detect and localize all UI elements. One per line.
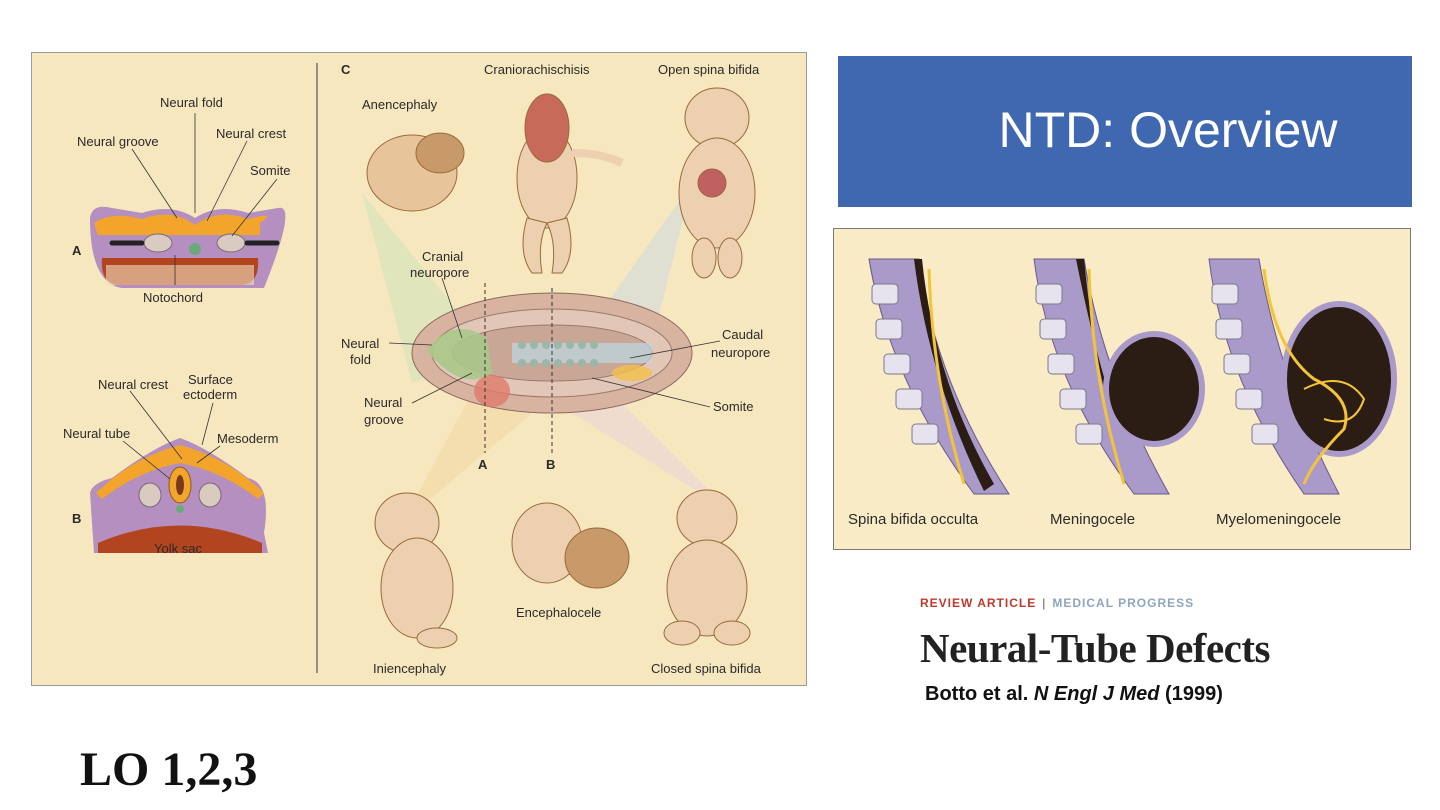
citation: Botto et al. N Engl J Med (1999)	[925, 683, 1223, 706]
anencephaly-infant	[366, 132, 465, 212]
spina-bifida-illustration	[868, 258, 1397, 495]
spina-bifida-figure: Spina bifida occulta Meningocele Myelome…	[833, 228, 1411, 550]
label-open-spina-bifida: Open spina bifida	[658, 62, 760, 77]
citation-authors: Botto et al.	[925, 683, 1029, 705]
spine-occulta	[868, 258, 1010, 495]
label-neural-crest-b: Neural crest	[98, 377, 169, 392]
embryology-figure: C A B A B Neural fold Neural groove Neur…	[31, 52, 807, 686]
craniorachischisis-infant	[516, 93, 624, 274]
label-craniorachischisis: Craniorachischisis	[484, 62, 590, 77]
label-somite-a: Somite	[250, 163, 291, 178]
caption-spina-bifida-occulta: Spina bifida occulta	[848, 511, 979, 528]
label-anencephaly: Anencephaly	[362, 97, 438, 112]
label-surface-1: Surface	[188, 372, 233, 387]
spine-myelomeningocele	[1208, 258, 1397, 495]
citation-journal: N Engl J Med	[1033, 683, 1160, 705]
embryology-illustration	[90, 63, 756, 673]
label-caudal-2: neuropore	[711, 345, 771, 360]
label-neural-tube: Neural tube	[63, 426, 131, 441]
closed-spina-bifida-infant	[663, 489, 751, 646]
panel-b-cross-section	[90, 390, 268, 553]
label-notochord: Notochord	[143, 290, 203, 305]
label-neural-groove-c-2: groove	[364, 412, 404, 427]
label-somite-c: Somite	[713, 399, 754, 414]
iniencephaly-infant	[374, 492, 458, 649]
article-title: Neural-Tube Defects	[920, 625, 1270, 671]
label-neural-fold-a: Neural fold	[160, 95, 223, 110]
caption-myelomeningocele: Myelomeningocele	[1216, 511, 1342, 528]
kicker-separator: |	[1042, 596, 1047, 610]
slide-title: NTD: Overview	[998, 102, 1338, 158]
label-cranial-1: Cranial	[422, 249, 464, 264]
section-line-b-label: B	[546, 457, 556, 472]
citation-year: (1999)	[1165, 683, 1223, 705]
panel-b-letter: B	[72, 511, 82, 526]
embryo-body	[388, 277, 721, 453]
panel-a-letter: A	[72, 243, 82, 258]
kicker-medical-progress: MEDICAL PROGRESS	[1052, 596, 1195, 610]
label-caudal-1: Caudal	[722, 327, 764, 342]
label-neural-fold-c-1: Neural	[341, 336, 380, 351]
learning-objectives: LO 1,2,3	[80, 743, 258, 796]
kicker-review-article: REVIEW ARTICLE	[920, 596, 1037, 610]
label-neural-groove-a: Neural groove	[77, 134, 159, 149]
label-iniencephaly: Iniencephaly	[373, 661, 446, 676]
label-neural-crest-a: Neural crest	[216, 126, 287, 141]
label-mesoderm: Mesoderm	[217, 431, 279, 446]
caption-meningocele: Meningocele	[1050, 511, 1136, 528]
label-yolk-sac: Yolk sac	[154, 541, 202, 556]
open-spina-bifida-infant	[678, 87, 756, 279]
encephalocele-infant	[511, 502, 630, 589]
label-neural-fold-c-2: fold	[350, 352, 371, 367]
panel-a-cross-section	[90, 113, 286, 288]
label-neural-groove-c-1: Neural	[364, 395, 403, 410]
section-line-a-label: A	[478, 457, 488, 472]
label-closed-spina-bifida: Closed spina bifida	[651, 661, 761, 676]
label-encephalocele: Encephalocele	[516, 605, 602, 620]
title-box: NTD: Overview	[838, 56, 1412, 207]
spine-meningocele	[1033, 258, 1205, 495]
label-cranial-2: neuropore	[410, 265, 470, 280]
article-kicker: REVIEW ARTICLE | MEDICAL PROGRESS	[920, 596, 1194, 610]
label-surface-2: ectoderm	[183, 387, 238, 402]
panel-c-letter: C	[341, 62, 351, 77]
